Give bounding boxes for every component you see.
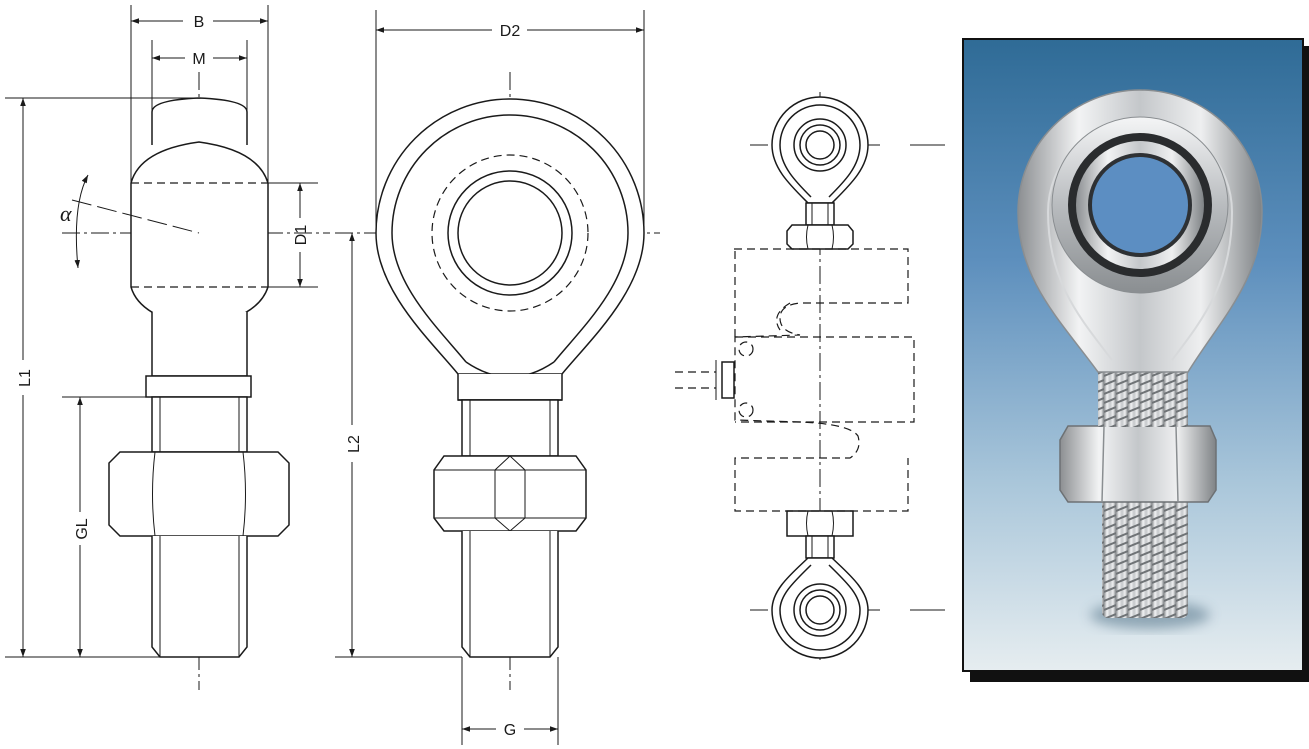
dim-l2: L2 [346,435,363,453]
dim-l1: L1 [17,369,34,387]
bore-outer [447,170,573,296]
rod-end-photo [1017,89,1263,629]
eye-top [151,97,248,145]
collar [145,375,252,398]
dim-d1: D1 [293,225,310,246]
ball-hidden-circle [431,154,589,312]
alpha-arc [74,174,89,269]
eye-inner [391,114,629,363]
front-upper-shank [461,399,559,457]
bore-inner [457,180,563,286]
alpha-line [71,199,200,234]
photo-bore-hole [1088,153,1192,257]
dim-d2: D2 [500,23,521,40]
product-photo-panel [962,38,1309,682]
upper-shank [151,396,248,453]
front-view: D2 L2 G [335,10,660,745]
application-schematic [675,92,945,660]
hex-nut-side [108,451,290,537]
top-rod-end-eye [771,96,869,204]
dim-gl: GL [74,518,91,539]
dim-alpha: α [60,201,72,226]
eye-outer [375,98,645,375]
linkage-body [734,248,909,512]
front-lower-shank [461,531,559,658]
dim-m: M [192,51,205,68]
bottom-rod-end-eye [771,557,869,659]
front-collar [457,374,563,401]
hex-nut-front [433,455,587,532]
neck [151,312,248,377]
dim-g: G [504,722,516,739]
spherical-ball [130,141,269,328]
dim-b: B [194,14,205,31]
bottom-nut [786,510,854,537]
lower-shank [151,536,248,658]
top-nut [786,224,854,250]
side-view: α B M D1 L1 GL [5,5,330,690]
